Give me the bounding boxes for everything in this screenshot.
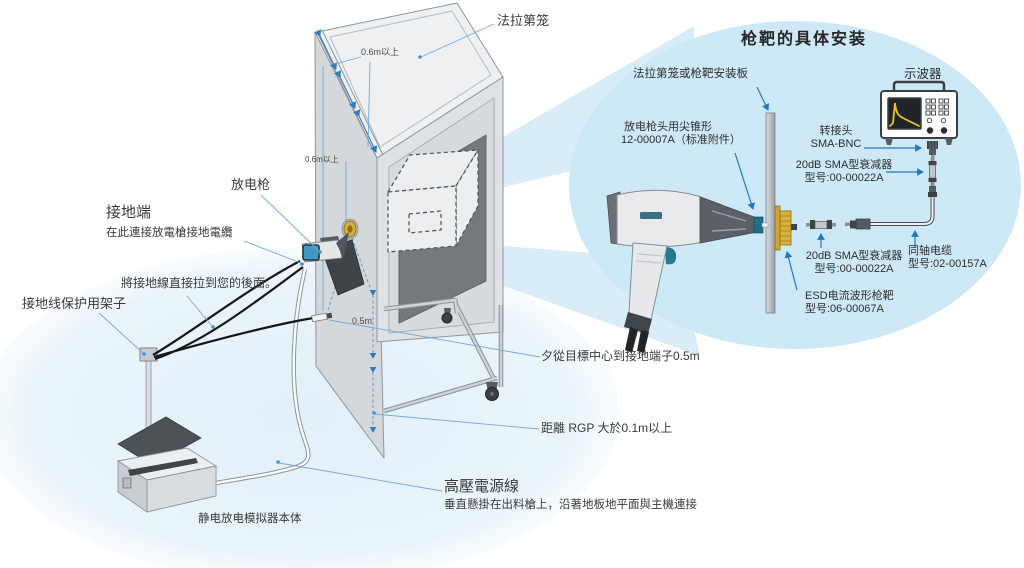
label-dim-top: 0.6m以上	[361, 47, 400, 57]
label-adapter-2: SMA-BNC	[810, 138, 862, 150]
waveform-icon	[889, 102, 920, 127]
leader-dots	[142, 55, 422, 464]
label-simulator-body: 静电放电模拟器本体	[198, 513, 302, 525]
label-attenuator2-1: 20dB SMA型衰减器	[805, 250, 903, 262]
label-dim-panel: 0.5m	[352, 316, 373, 326]
label-hv-line: 高壓電源線	[444, 478, 520, 495]
label-attenuator1-2: 型号:00-00022A	[804, 172, 884, 184]
label-target-to-ground: 夕從目標中心到接地端子0.5m	[541, 349, 700, 363]
cage-stand	[383, 297, 504, 414]
label-oscilloscope: 示波器	[904, 67, 942, 81]
mounting-plate-drawing	[765, 112, 776, 314]
esd-simulator-drawing	[116, 447, 218, 513]
label-ground-terminal-sub: 在此連接放電槍接地電纜	[106, 227, 233, 239]
discharge-gun-bubble-drawing	[606, 189, 769, 353]
label-adapter-1: 转接头	[819, 125, 853, 137]
bubble-arrows	[734, 86, 924, 291]
label-esd-target-2: 型号:06-00067A	[805, 303, 884, 315]
label-attenuator2-2: 型号:00-00022A	[814, 263, 894, 275]
label-mounting-plate: 法拉第笼或枪靶安装板	[633, 68, 748, 80]
sma-bnc-adapter-drawing	[927, 141, 938, 158]
attenuator2-drawing	[806, 220, 836, 229]
dut-dashed-box	[387, 149, 479, 253]
label-coax-2: 型号:02-00157A	[908, 258, 987, 270]
ground-wire-stand-drawing	[117, 347, 202, 466]
label-faraday-cage: 法拉第笼	[497, 13, 550, 28]
discharge-gun-main-drawing	[301, 218, 365, 296]
ground-cables	[152, 260, 321, 361]
bubble-title: 枪靶的具体安装	[741, 31, 868, 48]
label-coax-1: 同轴电缆	[908, 245, 952, 257]
label-esd-target-1: ESD电流波形枪靶	[805, 290, 894, 302]
label-rgp-distance: 距離 RGP 大於0.1m以上	[541, 421, 673, 435]
ground-terminal-connector	[311, 312, 333, 323]
attenuator1-drawing	[928, 158, 937, 185]
label-gun-tip-1: 放电枪头用尖锥形	[624, 121, 712, 133]
label-ground-terminal: 接地端	[106, 204, 152, 221]
scope-screen	[887, 97, 922, 130]
label-attenuator1-1: 20dB SMA型衰减器	[795, 159, 893, 171]
label-pull-ground-wire: 將接地線直接拉到您的後面。	[121, 276, 278, 290]
leader-lines	[98, 23, 541, 492]
label-hv-line-sub: 垂直懸掛在出料槍上，沿著地板地平面與主機連接	[444, 499, 697, 511]
coax-cable-drawing	[845, 183, 937, 230]
cables	[152, 260, 333, 487]
label-dim-side: 0.6m以上	[305, 155, 339, 164]
hv-cable	[210, 268, 310, 486]
label-discharge-gun: 放电枪	[231, 177, 271, 192]
esd-target-drawing	[774, 205, 797, 251]
oscilloscope-drawing	[880, 80, 958, 145]
label-ground-wire-stand: 接地线保护用架子	[22, 296, 127, 311]
faraday-cage-drawing	[314, 2, 504, 459]
label-gun-tip-2: 12-00007A（标准附件）	[621, 134, 741, 146]
